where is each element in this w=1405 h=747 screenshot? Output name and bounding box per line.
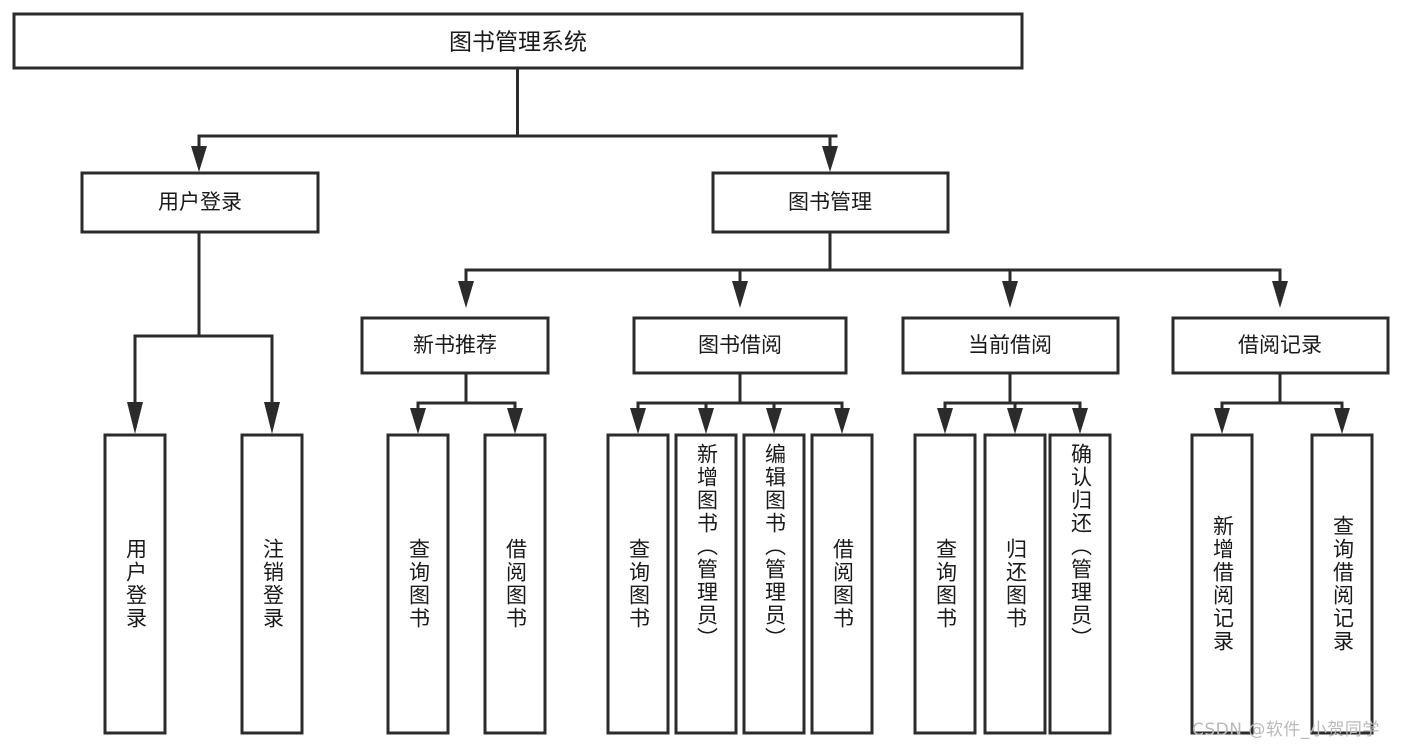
- node-book-management[interactable]: 图书管理: [711, 171, 950, 234]
- leaf-borrow-book-2-rect[interactable]: [810, 433, 874, 735]
- node-book-borrow[interactable]: 图书借阅: [632, 316, 848, 375]
- node-new-book-recommend-rect[interactable]: [360, 316, 550, 375]
- leaf-confirm-return-rect[interactable]: [1048, 433, 1112, 735]
- node-root[interactable]: 图书管理系统: [12, 12, 1024, 70]
- arrow-head-leaf-confirm-return: [1072, 408, 1088, 434]
- leaf-add-record-rect[interactable]: [1190, 433, 1254, 735]
- connector-new-book-recommend-to-leaves: [410, 371, 523, 434]
- arrow-head-leaf-return-book: [1007, 408, 1023, 434]
- node-borrow-record[interactable]: 借阅记录: [1171, 316, 1390, 375]
- arrow-head-leaf-add-record: [1214, 408, 1230, 434]
- node-borrow-record-label: 借阅记录: [1238, 333, 1322, 357]
- node-user-login-label: 用户登录: [158, 190, 242, 214]
- arrow-head-leaf-edit-book: [766, 408, 782, 434]
- arrow-head-book-management: [822, 146, 838, 172]
- arrow-head-book-borrow: [732, 281, 748, 308]
- node-new-book-recommend[interactable]: 新书推荐: [360, 316, 550, 375]
- arrow-head-new-book-recommend: [458, 281, 474, 308]
- node-book-management-label: 图书管理: [788, 190, 872, 214]
- arrow-head-leaf-user-logout: [264, 402, 280, 434]
- leaf-query-record-rect[interactable]: [1310, 433, 1374, 735]
- node-new-book-recommend-label: 新书推荐: [413, 333, 497, 357]
- connector-book-borrow-to-leaves: [630, 371, 850, 434]
- arrow-head-leaf-borrow-book-2: [834, 408, 850, 434]
- arrow-head-leaf-query-record: [1334, 408, 1350, 434]
- connector-root-to-level1: [191, 66, 838, 172]
- arrow-head-leaf-query-book-2: [630, 408, 646, 434]
- node-root-label: 图书管理系统: [449, 30, 587, 56]
- node-borrow-record-rect[interactable]: [1171, 316, 1390, 375]
- node-current-borrow-rect[interactable]: [901, 316, 1120, 375]
- arrow-head-borrow-record: [1272, 281, 1288, 308]
- connector-borrow-record-to-leaves: [1214, 371, 1350, 434]
- csdn-watermark: CSDN @软件_小贺同学: [1192, 720, 1380, 740]
- node-book-borrow-label: 图书借阅: [698, 333, 782, 357]
- leaf-user-logout-rect[interactable]: [240, 433, 304, 735]
- node-current-borrow-label: 当前借阅: [968, 333, 1052, 357]
- arrow-head-current-borrow: [1002, 281, 1018, 308]
- connector-book-management-to-level2: [458, 230, 1288, 308]
- leaf-borrow-book-1-rect[interactable]: [483, 433, 547, 735]
- leaf-add-book-rect[interactable]: [674, 433, 738, 735]
- arrow-head-leaf-query-book-1: [410, 408, 426, 434]
- arrow-head-user-login: [191, 146, 207, 172]
- connector-current-borrow-to-leaves: [937, 371, 1088, 434]
- node-current-borrow[interactable]: 当前借阅: [901, 316, 1120, 375]
- node-user-login[interactable]: 用户登录: [80, 171, 320, 234]
- arrow-head-leaf-user-login: [127, 402, 143, 434]
- node-root-rect[interactable]: [12, 12, 1024, 70]
- leaf-query-book-2-rect[interactable]: [606, 433, 670, 735]
- arrow-head-leaf-add-book: [698, 408, 714, 434]
- arrow-head-leaf-query-book-3: [937, 408, 953, 434]
- node-book-management-rect[interactable]: [711, 171, 950, 234]
- leaf-user-login-rect[interactable]: [103, 433, 167, 735]
- leaf-return-book-rect[interactable]: [983, 433, 1047, 735]
- arrow-head-leaf-borrow-book-1: [507, 408, 523, 434]
- connector-user-login-to-leaves: [127, 230, 280, 434]
- leaf-query-book-3-rect[interactable]: [913, 433, 977, 735]
- node-user-login-rect[interactable]: [80, 171, 320, 234]
- leaf-query-book-1-rect[interactable]: [386, 433, 450, 735]
- node-book-borrow-rect[interactable]: [632, 316, 848, 375]
- leaf-edit-book-rect[interactable]: [742, 433, 806, 735]
